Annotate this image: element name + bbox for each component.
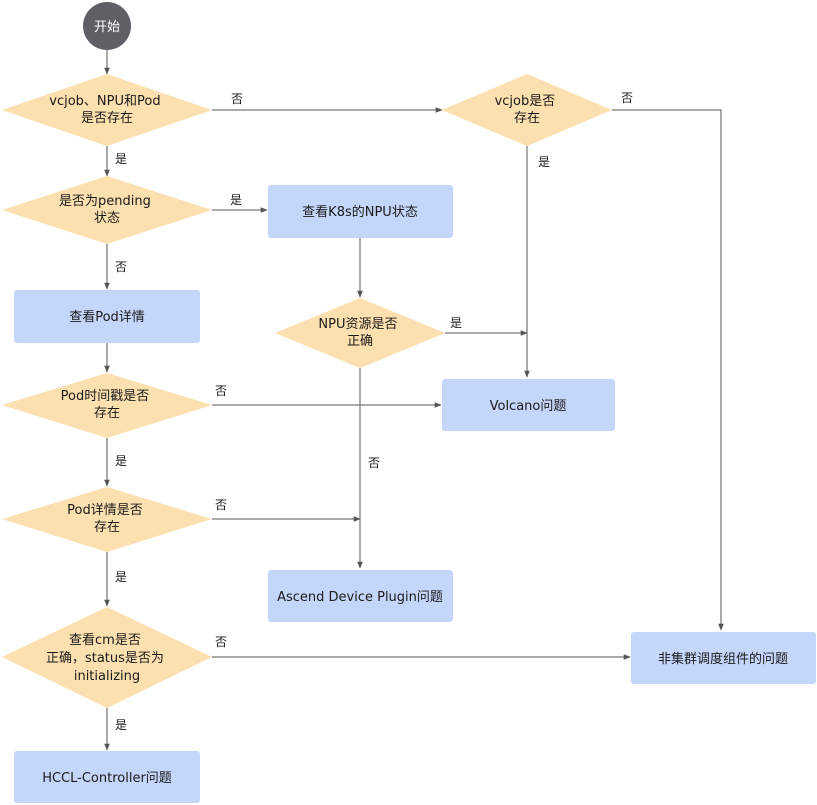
edge-vcjob-to-noncluster [612, 109, 724, 631]
edge-label-detail-yes: 是 [115, 570, 127, 584]
process-ascend-plugin-issue: Ascend Device Plugin问题 [268, 570, 453, 622]
start-node-label: 开始 [94, 20, 120, 35]
decision-cm-status: 查看cm是否 正确，status是否为 initializing [2, 607, 212, 708]
decision-pending: 是否为pending 状态 [2, 176, 212, 244]
decision-vcjob-exist: vcjob是否 存在 [442, 74, 612, 146]
edge-label-vcjob-no: 否 [621, 91, 633, 105]
process-hccl-controller-issue-label: HCCL-Controller问题 [42, 771, 172, 786]
decision-npu-correct-label: NPU资源是否 正确 [318, 317, 401, 349]
edge-label-exist-no: 否 [231, 92, 243, 106]
edge-label-timestamp-no: 否 [215, 384, 227, 398]
process-check-pod-detail-label: 查看Pod详情 [69, 309, 145, 325]
edge-label-detail-no: 否 [215, 498, 227, 512]
process-non-cluster-issue-label: 非集群调度组件的问题 [658, 651, 788, 667]
decision-pod-detail-exist: Pod详情是否 存在 [2, 487, 212, 552]
edge-label-pending-no: 否 [115, 260, 127, 274]
edge-label-npu-no: 否 [368, 456, 380, 470]
edge-label-cm-yes: 是 [115, 718, 127, 732]
edges [104, 50, 724, 751]
decision-resources-exist: vcjob、NPU和Pod 是否存在 [2, 74, 212, 146]
process-non-cluster-issue: 非集群调度组件的问题 [631, 632, 816, 684]
decision-pod-detail-exist-label: Pod详情是否 存在 [67, 503, 147, 535]
process-volcano-issue: Volcano问题 [442, 379, 615, 431]
edge-label-exist-yes: 是 [115, 152, 127, 166]
edge-label-pending-yes: 是 [230, 193, 242, 207]
process-check-k8s-npu: 查看K8s的NPU状态 [268, 185, 453, 238]
decision-pod-timestamp: Pod时间戳是否 存在 [2, 373, 212, 438]
process-check-k8s-npu-label: 查看K8s的NPU状态 [302, 204, 418, 220]
edge-label-cm-no: 否 [215, 635, 227, 649]
edge-label-npu-yes: 是 [450, 316, 462, 330]
decision-pending-label: 是否为pending 状态 [59, 194, 155, 226]
edge-label-timestamp-yes: 是 [115, 454, 127, 468]
decision-resources-exist-label: vcjob、NPU和Pod 是否存在 [49, 94, 164, 126]
decision-pod-timestamp-label: Pod时间戳是否 存在 [61, 389, 154, 421]
decision-cm-status-label: 查看cm是否 正确，status是否为 initializing [46, 632, 168, 684]
edge-label-vcjob-yes: 是 [538, 155, 550, 169]
process-volcano-issue-label: Volcano问题 [490, 399, 567, 414]
start-node: 开始 [83, 2, 131, 50]
decision-vcjob-exist-label: vcjob是否 存在 [495, 94, 560, 126]
process-hccl-controller-issue: HCCL-Controller问题 [14, 751, 200, 803]
process-ascend-plugin-issue-label: Ascend Device Plugin问题 [277, 590, 443, 605]
process-check-pod-detail: 查看Pod详情 [14, 290, 200, 343]
edge-labels: 否 否 是 是 是 否 是 否 否 是 否 是 否 是 [115, 91, 633, 732]
decision-npu-correct: NPU资源是否 正确 [275, 298, 445, 368]
